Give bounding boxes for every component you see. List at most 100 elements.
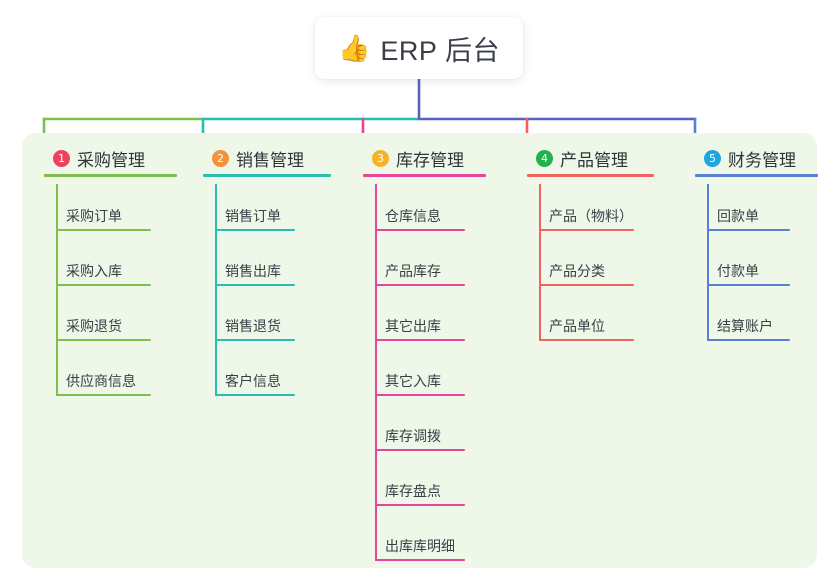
branch-column-3: 3 库存管理仓库信息产品库存其它出库其它入库库存调拨库存盘点出库库明细 xyxy=(352,141,512,569)
branch-header-1[interactable]: 1 采购管理 xyxy=(33,141,183,177)
leaf-node-rule xyxy=(56,284,151,286)
branches-panel xyxy=(22,133,817,568)
branch-items: 产品（物料） 产品分类产品单位 xyxy=(516,184,676,349)
leaf-node[interactable]: 库存调拨 xyxy=(352,404,512,459)
branch-header-rule xyxy=(695,174,818,177)
branch-items: 仓库信息产品库存其它出库其它入库库存调拨库存盘点出库库明细 xyxy=(352,184,512,569)
leaf-node-rule xyxy=(375,449,465,451)
leaf-node-rule xyxy=(539,339,634,341)
branch-index-badge: 4 xyxy=(536,149,553,167)
leaf-node[interactable]: 回款单 xyxy=(684,184,834,239)
leaf-node-rule xyxy=(56,229,151,231)
leaf-node-rule xyxy=(375,504,465,506)
leaf-node-label: 产品（物料） xyxy=(549,208,633,224)
branch-header-2[interactable]: 2 销售管理 xyxy=(192,141,342,177)
leaf-node[interactable]: 结算账户 xyxy=(684,294,834,349)
branch-title: 销售管理 xyxy=(236,150,304,170)
leaf-node-label: 产品库存 xyxy=(385,263,441,279)
leaf-node-label: 库存调拨 xyxy=(385,428,441,444)
branch-items: 采购订单采购入库采购退货供应商信息 xyxy=(33,184,183,404)
leaf-node-rule xyxy=(56,339,151,341)
branch-spine xyxy=(707,184,709,341)
branch-index-badge: 3 xyxy=(372,149,389,167)
leaf-node-label: 销售订单 xyxy=(225,208,281,224)
branch-header-rule xyxy=(527,174,654,177)
branch-index-badge: 2 xyxy=(212,149,229,167)
leaf-node-label: 采购退货 xyxy=(66,318,122,334)
leaf-node-label: 供应商信息 xyxy=(66,373,136,389)
thumbs-up-icon: 👍 xyxy=(338,33,371,63)
branch-column-5: 5 财务管理回款单付款单结算账户 xyxy=(684,141,834,349)
leaf-node-label: 产品单位 xyxy=(549,318,605,334)
leaf-node[interactable]: 付款单 xyxy=(684,239,834,294)
leaf-node-rule xyxy=(375,559,465,561)
branch-items: 销售订单销售出库销售退货客户信息 xyxy=(192,184,342,404)
leaf-node-label: 销售出库 xyxy=(225,263,281,279)
branch-header-3[interactable]: 3 库存管理 xyxy=(352,141,512,177)
leaf-node-label: 采购订单 xyxy=(66,208,122,224)
leaf-node[interactable]: 库存盘点 xyxy=(352,459,512,514)
branch-index-badge: 1 xyxy=(53,149,70,167)
leaf-node-rule xyxy=(375,339,465,341)
leaf-node-label: 仓库信息 xyxy=(385,208,441,224)
leaf-node-rule xyxy=(375,394,465,396)
branch-column-1: 1 采购管理采购订单采购入库采购退货供应商信息 xyxy=(33,141,183,404)
leaf-node-rule xyxy=(539,229,634,231)
leaf-node-rule xyxy=(707,229,790,231)
leaf-node-label: 付款单 xyxy=(717,263,759,279)
leaf-node[interactable]: 客户信息 xyxy=(192,349,342,404)
branch-spine xyxy=(375,184,377,561)
root-node-card[interactable]: 👍 ERP 后台 xyxy=(315,17,523,79)
leaf-node[interactable]: 销售出库 xyxy=(192,239,342,294)
leaf-node-rule xyxy=(215,339,295,341)
branch-header-rule xyxy=(363,174,486,177)
leaf-node-rule xyxy=(375,284,465,286)
leaf-node[interactable]: 采购退货 xyxy=(33,294,183,349)
leaf-node-rule xyxy=(215,229,295,231)
leaf-node-label: 库存盘点 xyxy=(385,483,441,499)
leaf-node[interactable]: 产品单位 xyxy=(516,294,676,349)
leaf-node-rule xyxy=(56,394,151,396)
branch-column-2: 2 销售管理销售订单销售出库销售退货客户信息 xyxy=(192,141,342,404)
branch-title: 财务管理 xyxy=(728,150,796,170)
leaf-node[interactable]: 采购入库 xyxy=(33,239,183,294)
leaf-node-label: 产品分类 xyxy=(549,263,605,279)
leaf-node-label: 出库库明细 xyxy=(385,538,455,554)
branch-spine xyxy=(539,184,541,341)
leaf-node[interactable]: 销售订单 xyxy=(192,184,342,239)
leaf-node-rule xyxy=(375,229,465,231)
leaf-node[interactable]: 供应商信息 xyxy=(33,349,183,404)
leaf-node-label: 客户信息 xyxy=(225,373,281,389)
leaf-node-label: 其它出库 xyxy=(385,318,441,334)
leaf-node[interactable]: 其它入库 xyxy=(352,349,512,404)
branch-header-5[interactable]: 5 财务管理 xyxy=(684,141,834,177)
leaf-node[interactable]: 产品分类 xyxy=(516,239,676,294)
leaf-node[interactable]: 销售退货 xyxy=(192,294,342,349)
page-title: ERP 后台 xyxy=(380,35,500,66)
leaf-node-rule xyxy=(707,339,790,341)
branch-title: 库存管理 xyxy=(396,150,464,170)
leaf-node-rule xyxy=(539,284,634,286)
branch-spine xyxy=(215,184,217,396)
leaf-node-label: 回款单 xyxy=(717,208,759,224)
leaf-node-rule xyxy=(707,284,790,286)
branch-title: 采购管理 xyxy=(77,150,145,170)
leaf-node-label: 结算账户 xyxy=(717,318,773,334)
leaf-node-label: 采购入库 xyxy=(66,263,122,279)
branch-header-rule xyxy=(44,174,177,177)
leaf-node[interactable]: 产品（物料） xyxy=(516,184,676,239)
branch-header-rule xyxy=(203,174,331,177)
leaf-node-label: 销售退货 xyxy=(225,318,281,334)
leaf-node[interactable]: 仓库信息 xyxy=(352,184,512,239)
branch-items: 回款单付款单结算账户 xyxy=(684,184,834,349)
leaf-node[interactable]: 其它出库 xyxy=(352,294,512,349)
leaf-node[interactable]: 产品库存 xyxy=(352,239,512,294)
branch-index-badge: 5 xyxy=(704,149,721,167)
branch-spine xyxy=(56,184,58,396)
leaf-node[interactable]: 采购订单 xyxy=(33,184,183,239)
leaf-node[interactable]: 出库库明细 xyxy=(352,514,512,569)
leaf-node-rule xyxy=(215,394,295,396)
